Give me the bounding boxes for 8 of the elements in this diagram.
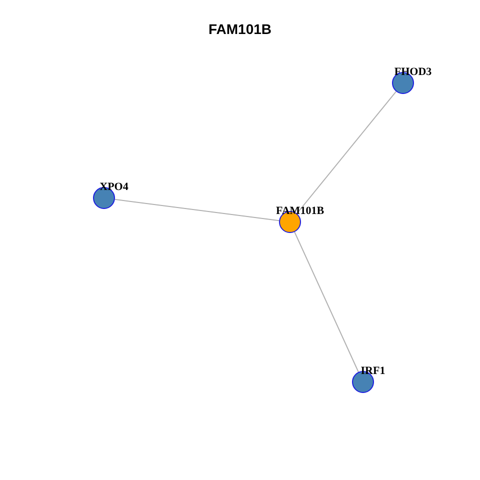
- node-label: FHOD3: [394, 66, 432, 78]
- edge-line: [296, 91, 397, 214]
- node-label: FAM101B: [276, 205, 324, 217]
- node-label: IRF1: [360, 365, 386, 377]
- node-label: XPO4: [100, 181, 128, 193]
- edge-line: [294, 232, 359, 372]
- chart-title: FAM101B: [207, 21, 273, 37]
- edge-line: [114, 198, 280, 222]
